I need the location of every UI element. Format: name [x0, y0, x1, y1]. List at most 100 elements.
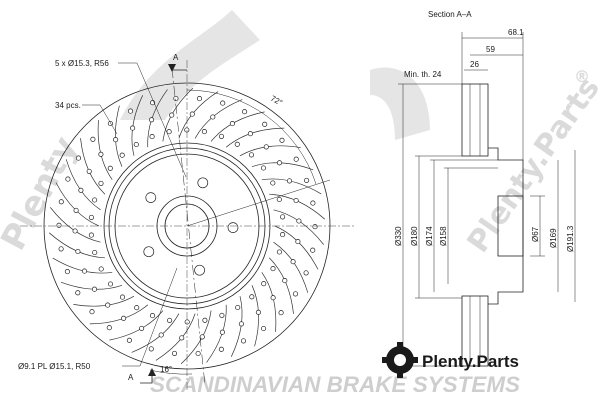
- drilled-hole: [119, 152, 125, 158]
- angle-arc-72: [186, 89, 317, 185]
- drilled-hole: [58, 246, 64, 252]
- drilled-hole: [73, 207, 79, 213]
- drilled-hole: [229, 121, 235, 127]
- drilled-hole: [169, 112, 175, 118]
- drilled-hole: [261, 325, 267, 332]
- drilled-hole: [179, 335, 185, 341]
- watermark-brand-line: SCANDINAVIAN BRAKE SYSTEMS: [150, 372, 520, 397]
- angle-label-bottom: 16°: [160, 365, 172, 374]
- drilled-hole: [90, 136, 96, 142]
- angle-ray-72: [186, 179, 331, 227]
- drilled-hole: [220, 100, 226, 106]
- drilled-hole: [149, 313, 156, 319]
- drilled-hole: [121, 315, 127, 321]
- drilled-hole: [263, 144, 269, 150]
- drilled-hole: [88, 214, 94, 220]
- drilled-hole: [292, 291, 299, 297]
- watermark-registered: ®: [574, 67, 590, 86]
- plenty-parts-logo[interactable]: Plenty.Parts: [382, 342, 519, 378]
- drilled-hole: [218, 133, 225, 139]
- drilled-hole: [261, 281, 267, 287]
- drilled-hole: [304, 177, 310, 183]
- drilled-hole: [219, 329, 225, 335]
- drilled-hole: [270, 180, 276, 186]
- bolt-holes-label: 5 x Ø15.3, R56: [55, 59, 109, 68]
- drilled-hole: [219, 312, 225, 318]
- drilled-hole: [276, 160, 283, 166]
- drilled-hole: [262, 121, 268, 127]
- bolt-hole: [194, 264, 205, 276]
- drilled-hole: [247, 131, 253, 137]
- drilled-hole: [92, 197, 98, 203]
- drilled-hole: [133, 141, 139, 148]
- drilled-hole: [148, 346, 154, 352]
- drilled-hole: [98, 266, 104, 272]
- drilled-hole: [276, 249, 282, 255]
- drilled-hole: [88, 232, 94, 238]
- drilled-hole: [126, 337, 132, 343]
- drilled-hole: [296, 218, 302, 224]
- drilled-hole: [98, 180, 104, 186]
- drilled-hole: [218, 346, 224, 352]
- front-view: 5 x Ø15.3, R56 34 pcs. Ø9.1 PL Ø15.1, R5…: [18, 53, 355, 392]
- bolt-hole: [143, 246, 155, 258]
- drilled-hole: [173, 95, 179, 102]
- gear-icon: [382, 342, 418, 378]
- drilled-hole: [303, 270, 309, 276]
- angle-label-top: 72°: [269, 94, 284, 108]
- dim-overall-width: 68.1: [508, 28, 524, 37]
- watermark-site-left: Plenty: [0, 130, 86, 257]
- drilled-hole: [130, 125, 136, 131]
- section-view: Section A–A 68.1 59 26 Min. th. 24: [394, 10, 576, 367]
- drilled-hole: [195, 350, 201, 357]
- drilled-hole: [276, 196, 282, 203]
- drilled-hole: [210, 114, 216, 120]
- drilled-hole: [278, 310, 284, 316]
- drilled-hole: [189, 111, 195, 117]
- friction-ring-top: [461, 83, 489, 157]
- drilled-hole: [92, 249, 98, 256]
- drilled-hole: [65, 176, 71, 182]
- drilled-hole: [56, 222, 62, 228]
- drilled-hole: [119, 294, 126, 300]
- drilled-hole: [260, 165, 267, 171]
- drilled-hole: [196, 96, 203, 102]
- drilled-hole: [270, 295, 276, 301]
- drilled-hole: [270, 266, 276, 272]
- bolt-hole: [145, 192, 157, 203]
- section-marker-top-arrow: [168, 64, 187, 72]
- dim-d169: Ø169: [549, 228, 558, 248]
- drilled-hole: [290, 259, 296, 265]
- hub-bore-section: [497, 195, 524, 257]
- drilled-hole: [242, 109, 248, 115]
- friction-slot: [251, 285, 259, 347]
- dim-d191: Ø191.3: [566, 225, 575, 252]
- drilled-hole: [107, 281, 114, 287]
- drilled-hole: [58, 199, 64, 205]
- drilled-hole: [149, 134, 155, 140]
- drilled-hole: [279, 137, 285, 143]
- drilled-hole: [286, 178, 293, 184]
- drilled-hole: [293, 197, 299, 204]
- drilled-hole: [293, 156, 299, 162]
- drilled-hole: [201, 129, 207, 135]
- drilled-hole: [202, 317, 208, 323]
- section-marker-bottom-arrow: [140, 368, 156, 384]
- drilled-hole: [282, 278, 288, 284]
- drilled-hole: [166, 129, 172, 135]
- drill-count-label: 34 pcs.: [55, 101, 81, 110]
- drilled-hole: [280, 232, 286, 238]
- drilled-hole: [238, 321, 244, 327]
- drilled-hole: [139, 325, 145, 331]
- drilled-hole: [171, 350, 178, 356]
- drilled-holes: [56, 95, 318, 357]
- drilled-hole: [312, 224, 318, 230]
- drilled-hole: [295, 239, 301, 245]
- drilled-hole: [86, 168, 92, 174]
- dim-d180: Ø180: [410, 226, 419, 246]
- dim-d174: Ø174: [425, 226, 434, 246]
- drilled-hole: [75, 290, 81, 296]
- drilled-hole: [106, 325, 112, 331]
